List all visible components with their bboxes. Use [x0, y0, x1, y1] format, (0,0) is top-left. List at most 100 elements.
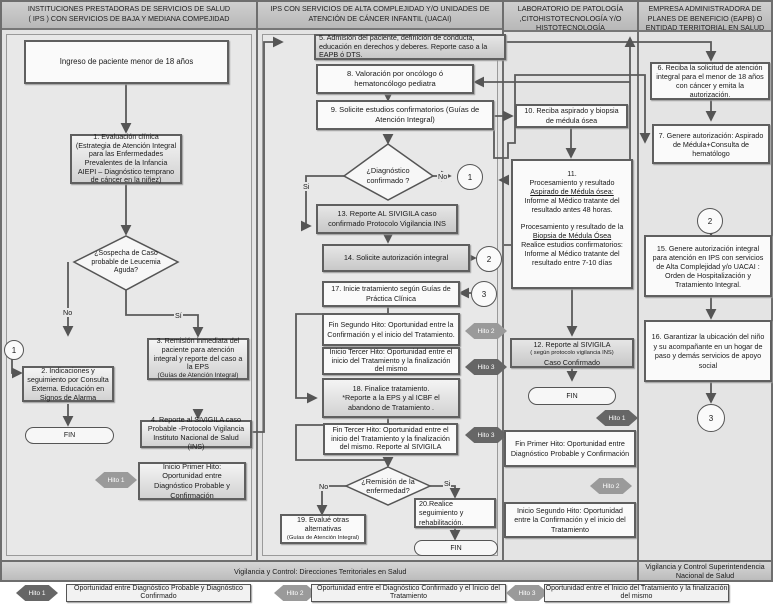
- lane-title: ATENCIÓN DE CÁNCER INFANTIL (UACAI): [308, 13, 452, 23]
- step-text: Procesamiento y resultado de la: [520, 222, 624, 231]
- step-11-procesamiento: 11. Procesamiento y resultado Aspirado d…: [511, 159, 633, 289]
- terminal-fin: FIN: [414, 540, 498, 556]
- step-title: 12. Reporte al SIVIGILA: [533, 339, 611, 349]
- decision-leucemia-text: ¿Sospecha de Caso probable de Leucemia A…: [91, 250, 161, 274]
- connector-2: 2: [476, 246, 502, 272]
- step-18-finalice: 18. Finalice tratamiento. *Reporte a la …: [322, 378, 460, 418]
- lane-header: INSTITUCIONES PRESTADORAS DE SERVICIOS D…: [2, 2, 256, 30]
- step-body: (Estrategia de Atención Integral para la…: [75, 140, 177, 185]
- fin-primer-hito: Fin Primer Hito: Oportunidad entre Diagn…: [504, 430, 636, 467]
- step-8-valoracion: 8. Valoración por oncólogo ó hematoncólo…: [316, 64, 474, 94]
- step-12-reporte-sivigila: 12. Reporte al SIVIGILA ( según protocol…: [510, 338, 634, 368]
- step-text: 2. Indicaciones y seguimiento por Consul…: [27, 366, 109, 402]
- step-13-reporte-sivigila: 13. Reporte AL SIVIGILA caso confirmado …: [316, 204, 458, 234]
- step-text: Aspirado de Médula ósea:: [530, 187, 614, 196]
- step-subtext: (Guías de Atención Integral): [157, 372, 239, 380]
- inicio-primer-hito: Inicio Primer Hito: Oportunidad entre Di…: [138, 462, 246, 500]
- vigilancia-superintendencia: Vigilancia y Control Superintendencia Na…: [637, 560, 773, 582]
- terminal-fin: FIN: [25, 427, 114, 444]
- lane-title: EMPRESA ADMINISTRADORA DE: [648, 4, 762, 13]
- hito-2-badge: Hito 2: [590, 478, 632, 494]
- step-text: 17. Inicie tratamiento según Guías de Pr…: [331, 284, 451, 303]
- step-number: 11.: [567, 169, 577, 178]
- inicio-tercer-hito: Inicio Tercer Hito: Oportunidad entre el…: [322, 347, 460, 375]
- step-text: 15. Genere autorización integral para at…: [652, 243, 764, 289]
- connector-1: 1: [4, 340, 24, 360]
- step-3-remision: 3. Remisión inmediata del paciente para …: [147, 336, 249, 380]
- step-2-indicaciones: 2. Indicaciones y seguimiento por Consul…: [22, 366, 114, 402]
- legend-hito-2: Hito 2: [274, 585, 316, 601]
- legend-hito-1: Hito 1: [16, 585, 58, 601]
- label-no: No: [318, 482, 330, 491]
- vigilancia-direcciones-territoriales: Vigilancia y Control: Direcciones Territ…: [0, 560, 639, 582]
- lane-title: ENTIDAD TERRITORIAL EN SALUD: [645, 23, 765, 32]
- lane-title: IPS CON SERVICIOS DE ALTA COMPLEJIDAD Y/…: [270, 4, 490, 13]
- hito-3-badge: Hito 3: [465, 359, 507, 375]
- step-title: 1. Evaluación clínica: [93, 131, 159, 141]
- step-19-evalue: 19. Evalué otras alternativas (Guías de …: [280, 514, 366, 544]
- legend-hito-3: Hito 3: [506, 585, 548, 601]
- lane-title: HISTOTECNOLOGÍA: [536, 23, 605, 32]
- legend-text-2: Oportunidad entre el Diagnóstico Confirm…: [311, 584, 506, 602]
- lane-title: PLANES DE BENEFICIO (EAPB) O: [647, 13, 763, 23]
- lane-title: LABORATORIO DE PATOLOGÍA: [517, 4, 624, 13]
- step-text: 3. Remisión inmediata del paciente para …: [153, 336, 243, 372]
- step-text: Caso Confirmado: [544, 357, 600, 367]
- step-text: 10. Reciba aspirado y biopsia de médula …: [524, 106, 619, 125]
- step-subtext: ( según protocolo vigilancia INS): [530, 349, 614, 356]
- legend-text-1: Oportunidad entre Diagnóstico Probable y…: [66, 584, 251, 602]
- step-15-autorizacion-integral: 15. Genere autorización integral para at…: [644, 235, 772, 297]
- step-text: 6. Reciba la solicitud de atención integ…: [656, 63, 764, 99]
- step-text: 7. Genere autorización: Aspirado de Médu…: [658, 130, 764, 158]
- step-text: Inicio Segundo Hito: Oportunidad entre l…: [514, 505, 626, 534]
- lane-header: EMPRESA ADMINISTRADORA DE PLANES DE BENE…: [639, 2, 771, 32]
- step-9-estudios: 9. Solicite estudios confirmatorios (Guí…: [316, 100, 494, 130]
- fin-text: FIN: [566, 392, 578, 400]
- step-4-reporte-sivigila: 4. Reporte al SIVIGILA caso Probable -Pr…: [140, 415, 252, 451]
- band-text: Vigilancia y Control: Direcciones Territ…: [234, 566, 407, 576]
- step-text: Fin Segundo Hito: Oportunidad entre la C…: [327, 319, 455, 339]
- step-text: Biopsia de Médula Ósea: [532, 231, 612, 240]
- step-text: Fin Tercer Hito: Oportunidad entre el in…: [331, 424, 450, 452]
- step-5-admision: 5. Admisión del paciente, definición de …: [314, 33, 506, 60]
- connector-1: 1: [457, 164, 483, 190]
- step-14-autorizacion: 14. Solicite autorización integral: [322, 244, 470, 272]
- step-ingreso: Ingreso de paciente menor de 18 años: [24, 40, 229, 84]
- hito-2-badge: Hito 2: [465, 323, 507, 339]
- step-7-genere-autorizacion: 7. Genere autorización: Aspirado de Médu…: [652, 124, 770, 164]
- step-text: 13. Reporte AL SIVIGILA caso confirmado …: [328, 209, 446, 228]
- label-si: Si: [302, 182, 311, 191]
- step-text: Fin Primer Hito: Oportunidad entre Diagn…: [510, 438, 630, 458]
- step-17-inicie-tratamiento: 17. Inicie tratamiento según Guías de Pr…: [322, 281, 460, 307]
- inicio-segundo-hito: Inicio Segundo Hito: Oportunidad entre l…: [504, 502, 636, 538]
- terminal-fin: FIN: [528, 387, 616, 405]
- hito-3-badge: Hito 3: [465, 427, 507, 443]
- step-subtext: (Guías de Atención Integral): [286, 534, 360, 541]
- hito-1-badge: Hito 1: [596, 410, 638, 426]
- step-text: Inicio Primer Hito: Oportunidad entre Di…: [153, 461, 230, 500]
- lane-title: INSTITUCIONES PRESTADORAS DE SERVICIOS D…: [27, 4, 231, 13]
- decision-diagnostico-text: ¿Diagnóstico confirmado ?: [366, 166, 410, 185]
- step-16-garantizar-ubicacion: 16. Garantizar la ubicación del niño y s…: [644, 320, 772, 382]
- step-text: 19. Evalué otras alternativas: [297, 514, 349, 534]
- label-si: Si: [443, 479, 452, 488]
- lane-header: LABORATORIO DE PATOLOGÍA ,CITOHISTOTECNO…: [504, 2, 637, 32]
- connector-3: 3: [697, 404, 725, 432]
- lane-header: IPS CON SERVICIOS DE ALTA COMPLEJIDAD Y/…: [258, 2, 502, 30]
- legend-text: Oportunidad entre Diagnóstico Probable y…: [74, 584, 243, 601]
- step-text: Inicio Tercer Hito: Oportunidad entre el…: [329, 346, 453, 374]
- step-text: Informe al Médico tratante del resultado…: [524, 196, 620, 214]
- step-text: Procesamiento y resultado: [529, 178, 615, 187]
- step-text: 20.Realice seguimiento y rehabilitación.: [419, 498, 464, 527]
- hito-1-badge: Hito 1: [95, 472, 137, 488]
- connector-3: 3: [471, 281, 497, 307]
- step-text: 16. Garantizar la ubicación del niño y s…: [651, 332, 765, 370]
- fin-tercer-hito: Fin Tercer Hito: Oportunidad entre el in…: [323, 423, 458, 455]
- decision-remision-text: ¿Remisión de la enfermedad?: [361, 477, 415, 496]
- lane-title: ( IPS ) CON SERVICIOS DE BAJA Y MEDIANA …: [28, 13, 230, 23]
- step-text: *Reporte a la EPS y al ICBF el abandono …: [342, 393, 440, 412]
- legend-text: Oportunidad entre el Diagnóstico Confirm…: [317, 584, 500, 601]
- step-text: 8. Valoración por oncólogo ó hematoncólo…: [346, 69, 444, 88]
- step-10-reciba-aspirado: 10. Reciba aspirado y biopsia de médula …: [515, 104, 628, 128]
- label-no: No: [437, 172, 449, 181]
